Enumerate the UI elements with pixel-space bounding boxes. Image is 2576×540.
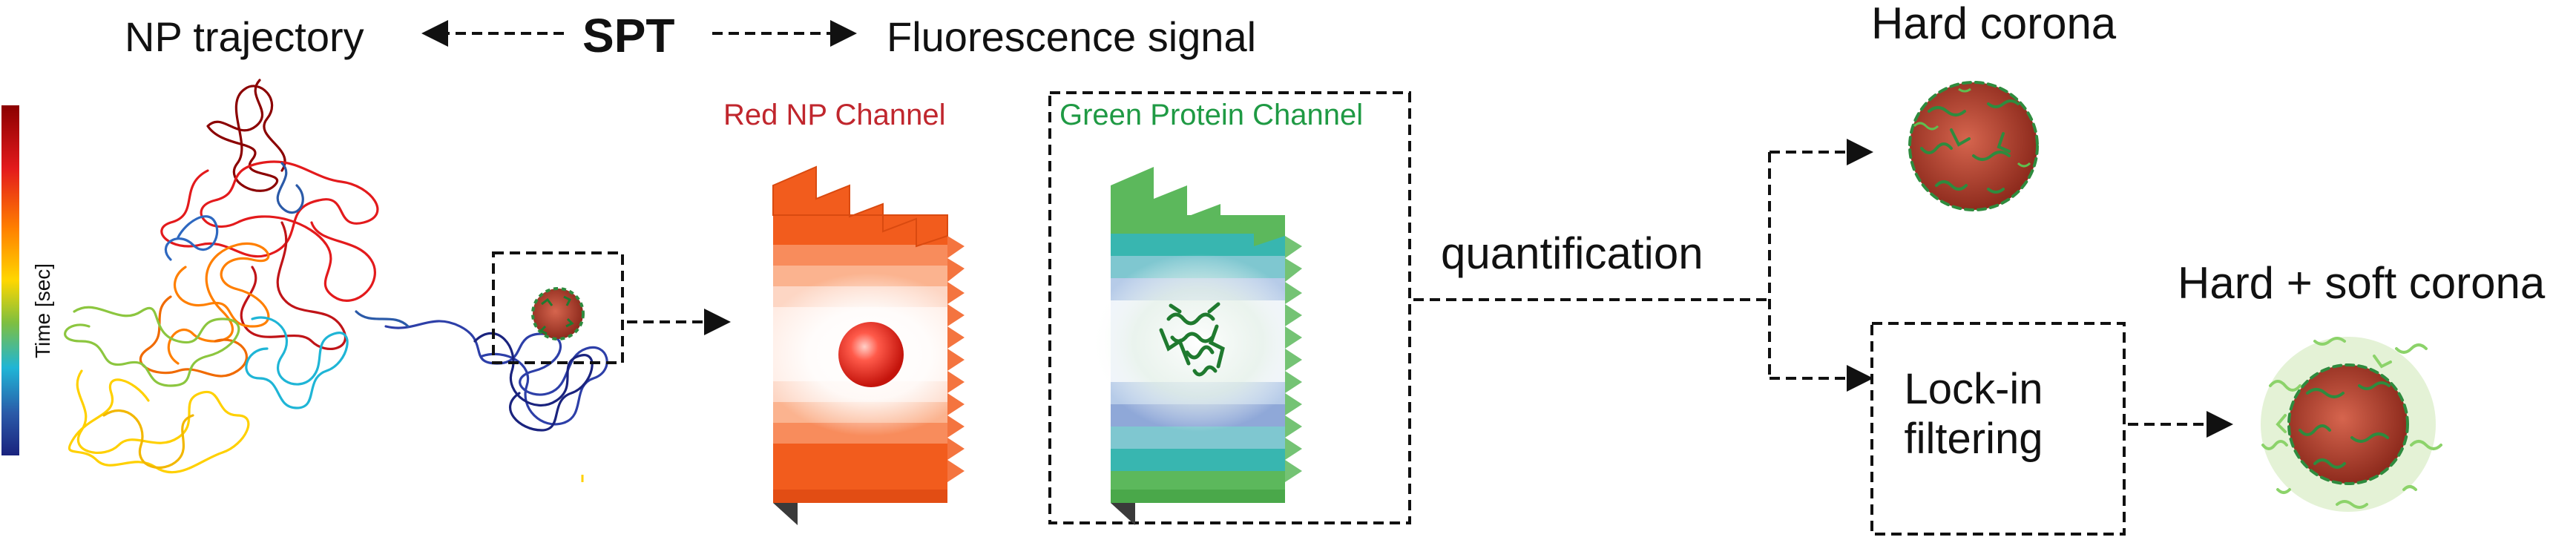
red-channel-stack bbox=[758, 165, 981, 525]
hard-corona-particle bbox=[1908, 81, 2039, 211]
np-particle-small bbox=[531, 287, 585, 340]
fluorescence-signal-label: Fluorescence signal bbox=[887, 13, 1257, 60]
spt-right-arrow bbox=[712, 20, 857, 47]
lock-in-filter-box bbox=[1870, 322, 2126, 536]
green-channel-box bbox=[1048, 91, 1411, 524]
hard-soft-corona-particle bbox=[2261, 337, 2442, 512]
np-trajectory-label: NP trajectory bbox=[125, 13, 364, 60]
np-sphere bbox=[838, 322, 904, 387]
protein-ribbon bbox=[1159, 302, 1225, 377]
time-colorbar bbox=[1, 105, 19, 455]
quantification-label: quantification bbox=[1441, 228, 1703, 278]
spt-label: SPT bbox=[582, 9, 675, 62]
filter-output-arrow bbox=[2128, 411, 2233, 438]
quantification-line bbox=[1413, 139, 1873, 392]
zoom-arrow bbox=[627, 309, 731, 335]
lock-in-filtering-label: Lock-in filtering bbox=[1904, 365, 2043, 463]
hard-soft-corona-label: Hard + soft corona bbox=[2178, 258, 2546, 308]
np-trajectory bbox=[64, 79, 608, 474]
zoom-box bbox=[492, 251, 624, 364]
red-channel-label: Red NP Channel bbox=[723, 99, 946, 131]
green-channel-stack bbox=[1091, 167, 1306, 525]
hard-corona-label: Hard corona bbox=[1871, 0, 2117, 48]
spt-left-arrow bbox=[421, 20, 564, 47]
green-channel-label: Green Protein Channel bbox=[1059, 99, 1364, 131]
